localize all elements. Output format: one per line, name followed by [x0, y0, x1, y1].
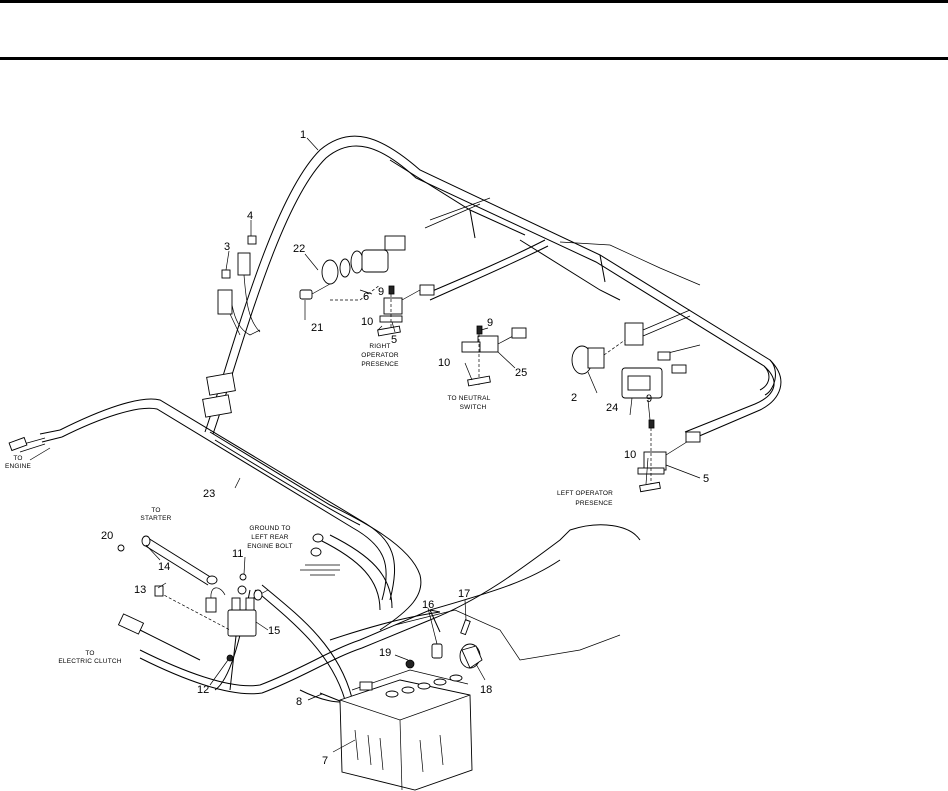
right-operator-switch: [377, 284, 435, 337]
leader-lines: [145, 137, 701, 753]
callout-5-left: 5: [703, 473, 709, 485]
callout-18: 18: [480, 684, 492, 696]
callout-1: 1: [300, 129, 306, 141]
callout-14: 14: [158, 561, 170, 573]
callout-17: 17: [458, 588, 470, 600]
callout-9-neutral: 9: [487, 317, 493, 329]
callout-13: 13: [134, 584, 146, 596]
svg-text:TO NEUTRAL: TO NEUTRAL: [447, 395, 490, 402]
svg-text:ENGINE BOLT: ENGINE BOLT: [247, 543, 292, 550]
caption-to-engine: TO ENGINE: [5, 455, 32, 470]
svg-text:PRESENCE: PRESENCE: [575, 500, 613, 507]
engine-harness: [8, 398, 422, 631]
callout-10-right: 10: [361, 316, 373, 328]
starter-cable: [117, 535, 218, 586]
connector-block: [206, 372, 236, 396]
callout-19: 19: [379, 647, 391, 659]
callout-2: 2: [571, 392, 577, 404]
header-bottom-rule: [0, 57, 948, 60]
callout-7: 7: [322, 755, 328, 767]
battery: [339, 669, 473, 791]
connector-block: [202, 394, 232, 418]
svg-text:PRESENCE: PRESENCE: [361, 361, 399, 368]
callout-8: 8: [296, 696, 302, 708]
callout-5-right: 5: [391, 334, 397, 346]
callout-24: 24: [606, 402, 618, 414]
positive-cable-hardware: [405, 609, 483, 669]
caption-to-electric-clutch: TO ELECTRIC CLUTCH: [58, 650, 121, 665]
callout-23: 23: [203, 488, 215, 500]
callout-10-left: 10: [624, 449, 636, 461]
callout-11: 11: [232, 548, 243, 560]
main-harness: [204, 135, 782, 441]
callout-21: 21: [311, 322, 323, 334]
svg-text:ENGINE: ENGINE: [5, 463, 32, 470]
battery-cables: [139, 524, 641, 703]
ground-wire: [237, 533, 340, 601]
callout-10-neutral: 10: [438, 357, 450, 369]
svg-text:RIGHT: RIGHT: [369, 343, 390, 350]
caption-to-starter: TO STARTER: [140, 507, 171, 522]
caption-ground: GROUND TO LEFT REAR ENGINE BOLT: [247, 525, 292, 550]
callout-22: 22: [293, 243, 305, 255]
svg-text:GROUND TO: GROUND TO: [249, 525, 290, 532]
svg-text:TO: TO: [151, 507, 160, 514]
svg-text:SWITCH: SWITCH: [460, 404, 487, 411]
clutch-connector: [117, 613, 201, 661]
callout-9-left: 9: [646, 393, 652, 405]
fuse-holder: [217, 235, 261, 336]
caption-right-operator-presence: RIGHT OPERATOR PRESENCE: [361, 343, 399, 368]
callout-16: 16: [422, 599, 434, 611]
callout-20: 20: [101, 530, 113, 542]
callout-15: 15: [268, 625, 280, 637]
callout-4: 4: [247, 210, 253, 222]
left-operator-switch: [637, 419, 701, 493]
key-switch-assembly: [299, 235, 406, 301]
svg-text:TO: TO: [85, 650, 94, 657]
callout-9-right: 9: [378, 286, 384, 298]
svg-text:LEFT OPERATOR: LEFT OPERATOR: [557, 490, 613, 497]
caption-to-neutral-switch: TO NEUTRAL SWITCH: [447, 395, 490, 411]
header-top-rule: [0, 0, 948, 3]
svg-text:ELECTRIC CLUTCH: ELECTRIC CLUTCH: [58, 658, 121, 665]
callout-3: 3: [224, 241, 230, 253]
svg-text:TO: TO: [13, 455, 22, 462]
instrument-parts: [571, 309, 701, 399]
callout-12: 12: [197, 684, 209, 696]
svg-text:STARTER: STARTER: [140, 515, 171, 522]
caption-left-operator-presence: LEFT OPERATOR PRESENCE: [557, 490, 613, 507]
neutral-switch: [461, 325, 527, 387]
callout-25: 25: [515, 367, 527, 379]
svg-text:LEFT REAR: LEFT REAR: [251, 534, 289, 541]
svg-text:OPERATOR: OPERATOR: [361, 352, 399, 359]
callout-6: 6: [363, 291, 369, 303]
solenoid: [154, 573, 269, 662]
